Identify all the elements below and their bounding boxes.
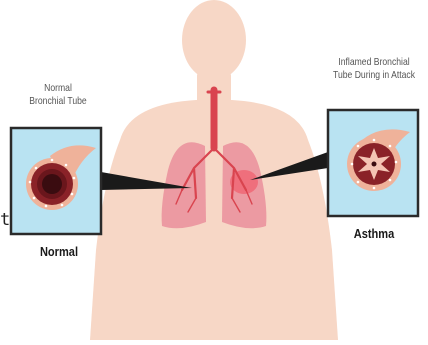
normal-caption: Normal	[21, 244, 98, 259]
inflamed-title-line1: Inflamed Bronchial	[328, 56, 420, 69]
asthma-caption: Asthma	[333, 226, 415, 241]
normal-tube-inset	[11, 128, 101, 234]
normal-title-line2: Bronchial Tube	[17, 95, 99, 108]
stray-glyph: t	[0, 210, 10, 230]
normal-tube-title: Normal Bronchial Tube	[17, 82, 99, 108]
inflamed-tube-inset	[328, 110, 418, 216]
inflamed-tube-title: Inflamed Bronchial Tube During in Attack	[328, 56, 420, 82]
inflamed-title-line2: Tube During in Attack	[328, 69, 420, 82]
normal-title-line1: Normal	[17, 82, 99, 95]
